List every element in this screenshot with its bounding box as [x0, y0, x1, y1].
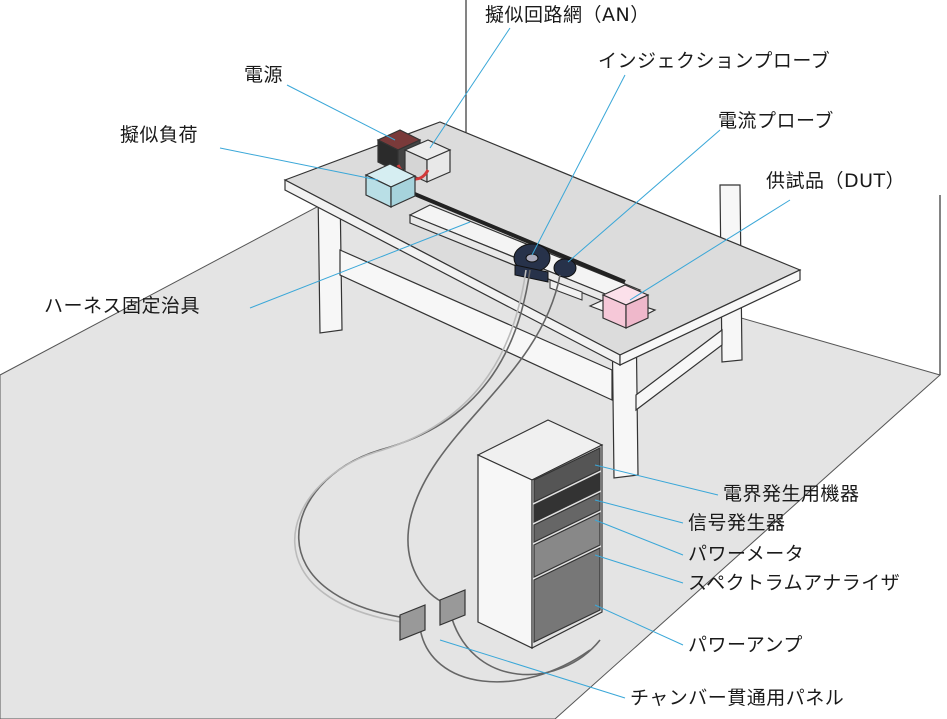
- spectrum-analyzer-label: スペクトラムアナライザ: [688, 572, 901, 594]
- power-amp-label: パワーアンプ: [688, 634, 803, 656]
- signal-generator-label: 信号発生器: [688, 512, 786, 534]
- equipment-rack: [476, 419, 604, 649]
- dut-label: 供試品（DUT）: [766, 170, 906, 192]
- leader-lines: [219, 27, 791, 699]
- current-probe-label: 電流プローブ: [718, 110, 834, 132]
- an-label: 擬似回路網（AN）: [485, 4, 650, 26]
- coax-cables: [293, 269, 601, 683]
- harness-fixture-label: ハーネス固定治具: [44, 295, 201, 317]
- chamber-panel-label: チャンバー貫通用パネル: [630, 687, 845, 709]
- injection-probe: [513, 243, 551, 283]
- power-meter-label: パワーメータ: [688, 543, 805, 565]
- dummy-load-box: [364, 163, 417, 208]
- chamber-floor: [0, 199, 942, 719]
- power-supply-label: 電源: [244, 64, 284, 86]
- chamber-panels: [399, 589, 466, 641]
- field-generator-label: 電界発生用機器: [723, 483, 860, 505]
- dummy-load-label: 擬似負荷: [120, 124, 199, 146]
- dut-box: [588, 284, 657, 329]
- injection-probe-label: インジェクションプローブ: [598, 50, 831, 72]
